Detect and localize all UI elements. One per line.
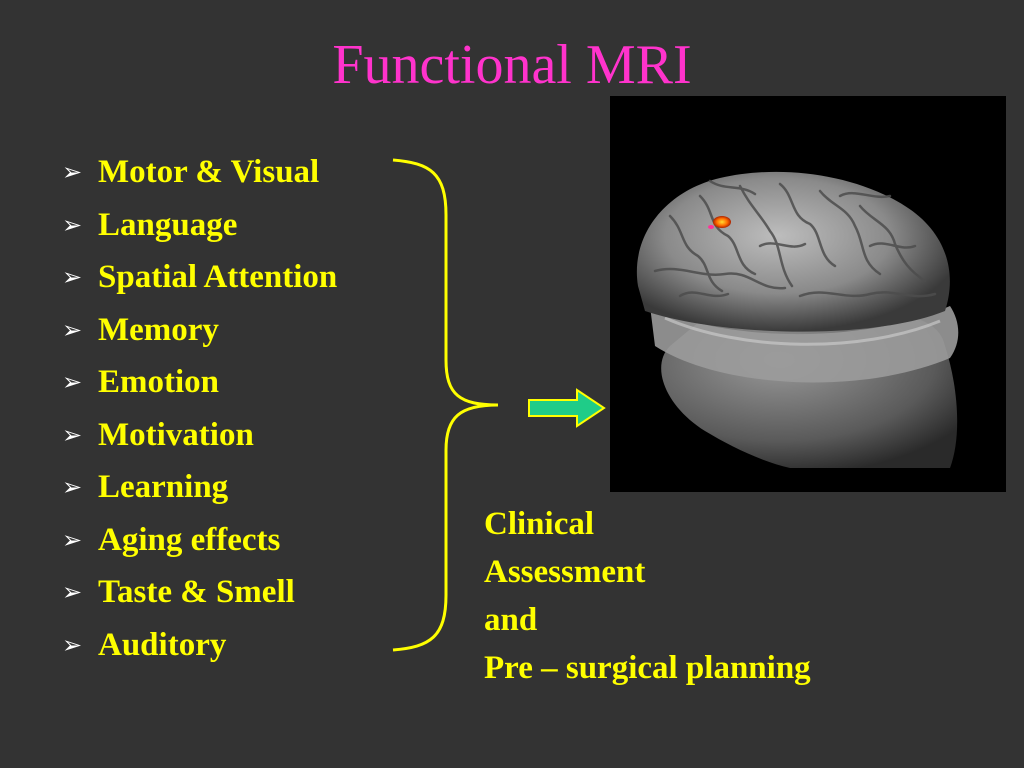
list-item: ➢ Taste & Smell (62, 570, 337, 623)
curly-brace-icon (392, 158, 499, 652)
list-item-label: Spatial Attention (98, 259, 338, 295)
outcome-line: Pre – surgical planning (484, 650, 811, 686)
fmri-brain-image (610, 96, 1006, 492)
arrow-bullet-icon: ➢ (62, 315, 83, 344)
outcome-line: Assessment (484, 554, 646, 590)
list-item-label: Aging effects (98, 521, 281, 558)
arrow-bullet-icon: ➢ (62, 210, 83, 239)
slide-title: Functional MRI (332, 34, 692, 96)
arrow-bullet-icon: ➢ (62, 525, 83, 554)
list-item-label: Learning (98, 469, 229, 505)
outcome-text: Clinical Assessment and Pre – surgical p… (484, 500, 811, 692)
list-item-label: Emotion (98, 364, 220, 400)
list-item-label: Motor & Visual (98, 154, 320, 190)
list-item-label: Memory (98, 311, 219, 348)
arrow-bullet-icon: ➢ (62, 630, 83, 659)
list-item-label: Motivation (98, 416, 254, 453)
list-item: ➢ Motivation (62, 413, 337, 466)
list-item: ➢ Aging effects (62, 518, 337, 571)
list-item: ➢ Motor & Visual (62, 150, 337, 203)
list-item: ➢ Memory (62, 308, 337, 361)
arrow-bullet-icon: ➢ (62, 473, 83, 501)
brain-render-graphic (636, 171, 959, 468)
arrow-bullet-icon: ➢ (62, 368, 83, 396)
list-item-label: Language (98, 206, 238, 243)
list-item: ➢ Language (62, 203, 337, 256)
application-list: ➢ Motor & Visual ➢ Language ➢ Spatial Atten… (62, 150, 337, 675)
outcome-line: Clinical (484, 506, 595, 542)
list-item-label: Taste & Smell (98, 574, 295, 610)
arrow-bullet-icon: ➢ (62, 263, 83, 291)
arrow-bullet-icon: ➢ (62, 158, 83, 186)
outcome-line: and (484, 602, 538, 638)
list-item: ➢ Learning (62, 465, 337, 518)
list-item-label: Auditory (98, 626, 227, 663)
list-item: ➢ Spatial Attention (62, 255, 337, 308)
list-item: ➢ Emotion (62, 360, 337, 413)
arrow-bullet-icon: ➢ (62, 420, 83, 449)
right-arrow-icon (528, 388, 606, 428)
arrow-bullet-icon: ➢ (62, 578, 83, 606)
list-item: ➢ Auditory (62, 623, 337, 676)
